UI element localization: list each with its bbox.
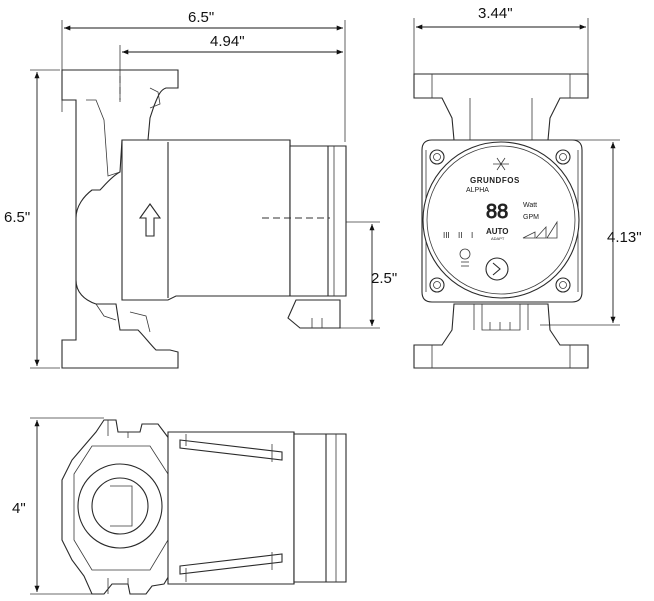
certification-mark-icon [459,248,471,267]
side-port-offset-label: 4.94" [210,33,245,50]
top-fin-upper [179,439,283,461]
side-control-box [289,145,347,297]
brand-label: GRUNDFOS [470,176,520,185]
grundfos-logo-icon [493,157,509,171]
side-height-label: 6.5" [4,209,30,226]
speed-bargraph-icon [522,220,558,239]
side-width-label: 6.5" [188,9,214,26]
mode-select-button[interactable] [485,257,509,281]
speed-mark-3: III [443,231,450,240]
chevron-right-icon [492,262,501,276]
model-label: ALPHA [466,187,489,194]
front-height-label: 4.13" [607,229,642,246]
side-motor-housing [121,139,291,301]
top-volute-outline [61,419,177,595]
adapt-mode-label: ADAPT [491,236,505,241]
front-view: GRUNDFOS ALPHA 88 Watt GPM III II I AUTO… [413,5,642,369]
auto-mode-label: AUTO [486,227,509,236]
gpm-label: GPM [523,214,539,221]
side-volute-outline [61,69,179,369]
front-screw-bottom-right [555,277,571,293]
front-width-label: 3.44" [478,5,513,22]
top-port-outer [77,463,163,549]
front-screw-top-right [555,149,571,165]
control-panel [422,141,580,299]
flow-direction-arrow-icon [138,203,162,237]
top-motor-housing [167,431,295,585]
top-view: 4" [12,417,347,595]
side-cable-connector [287,299,341,329]
front-top-flange [413,73,589,141]
speed-mark-2: II [458,231,462,240]
front-bottom-flange [413,303,589,369]
side-view: 6.5" 4.94" 6.5" 2.5" [4,9,397,369]
side-shaft-height-label: 2.5" [371,270,397,287]
top-port-inner [91,477,149,535]
top-depth-label: 4" [12,500,26,517]
front-screw-bottom-left [429,277,445,293]
top-control-box [293,433,347,583]
watt-label: Watt [523,202,537,209]
front-screw-top-left [429,149,445,165]
digital-display: 88 [486,201,508,223]
top-fin-lower [179,553,283,575]
speed-mark-1: I [471,231,473,240]
